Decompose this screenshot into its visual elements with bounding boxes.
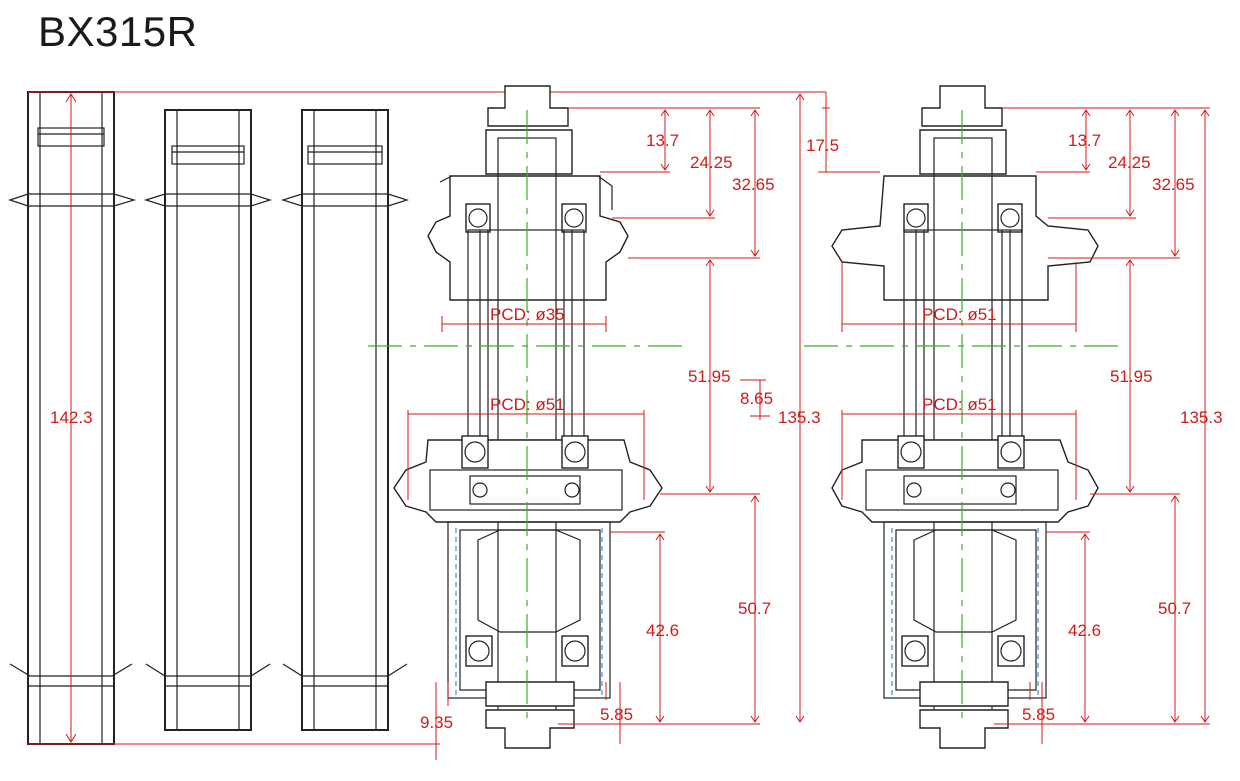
hub-b: [804, 85, 1120, 749]
hub-a-dim-135-3: 135.3: [778, 408, 821, 427]
hub-a-dim-13-7: 13.7: [646, 131, 679, 150]
hub-b-dim-13-7: 13.7: [1068, 131, 1101, 150]
hub-b-pcd-top: PCD: ø51: [922, 305, 997, 324]
hub-b-dim-50-7: 50.7: [1158, 599, 1191, 618]
hub-a-pcd-bottom: PCD: ø51: [490, 395, 565, 414]
hub-a-dim-42-6: 42.6: [646, 621, 679, 640]
hub-b-dim-5-85: 5.85: [1022, 705, 1055, 724]
hub-b-dimensions: 13.7 24.25 32.65 51.95 50.7 42.6 135.3 P…: [841, 107, 1223, 744]
hub-b-pcd-bottom: PCD: ø51: [922, 395, 997, 414]
hub-b-dim-24-25: 24.25: [1108, 153, 1151, 172]
hub-b-dim-42-6: 42.6: [1068, 621, 1101, 640]
dim-17-5: 17.5: [806, 136, 839, 155]
hub-a-pcd-top: PCD: ø35: [490, 305, 565, 324]
axle-short: [281, 109, 409, 731]
hub-b-dim-32-65: 32.65: [1152, 175, 1195, 194]
hub-a-dimensions: 13.7 24.25 32.65 51.95 50.7 42.6 135.3 1…: [407, 92, 880, 760]
hub-a-dim-24-25: 24.25: [690, 153, 733, 172]
hub-a-dim-51-95: 51.95: [688, 367, 731, 386]
axle-medium: [144, 109, 272, 731]
dim-9-35: 9.35: [420, 713, 453, 732]
hub-a-dim-5-85: 5.85: [600, 705, 633, 724]
hub-a-dim-50-7: 50.7: [738, 599, 771, 618]
hub-b-dim-51-95: 51.95: [1110, 367, 1153, 386]
dim-8-65: 8.65: [740, 389, 773, 408]
drawing-title: BX315R: [38, 8, 198, 55]
hub-b-dim-135-3: 135.3: [1180, 408, 1223, 427]
axle-length-dimension: 142.3: [28, 91, 826, 745]
hub-a-dim-32-65: 32.65: [732, 175, 775, 194]
dim-axle-length: 142.3: [50, 408, 93, 427]
hub-a: [368, 85, 690, 749]
